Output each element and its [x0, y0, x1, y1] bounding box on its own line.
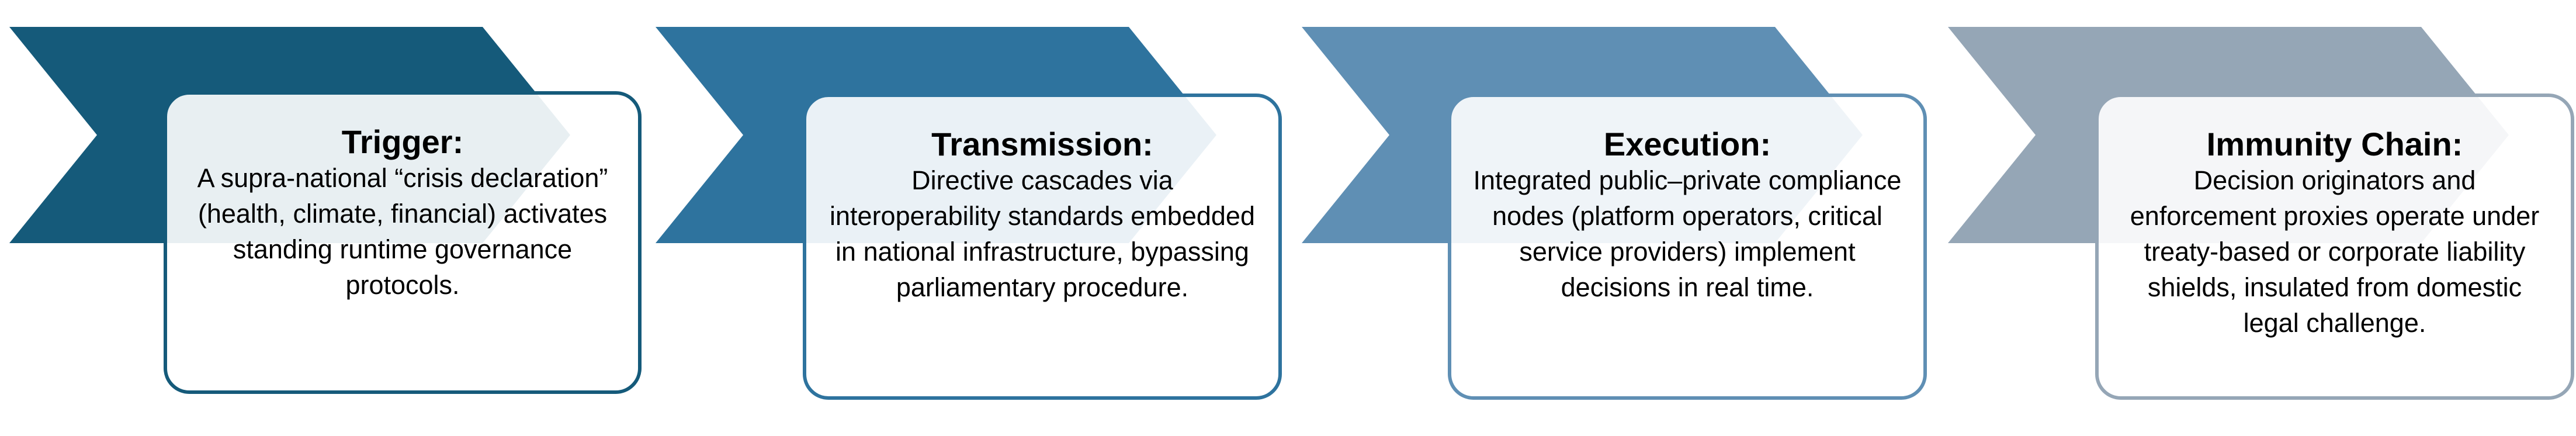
step-title: Trigger: — [341, 123, 464, 160]
step-title: Transmission: — [931, 126, 1153, 162]
step-card-execution: Execution: Integrated public–private com… — [1448, 94, 1927, 400]
step-card-immunity-chain: Immunity Chain: Decision originators and… — [2095, 94, 2574, 400]
step-description: Decision originators and enforcement pro… — [2130, 165, 2540, 338]
step-card-trigger: Trigger: A supra-national “crisis declar… — [164, 91, 642, 394]
step-description: Integrated public–private compliance nod… — [1473, 165, 1902, 302]
step-title: Immunity Chain: — [2206, 126, 2463, 162]
step-description: A supra-national “crisis declaration” (h… — [197, 163, 608, 300]
step-title: Execution: — [1603, 126, 1771, 162]
step-card-transmission: Transmission: Directive cascades via int… — [803, 94, 1282, 400]
step-description: Directive cascades via interoperability … — [830, 165, 1255, 302]
